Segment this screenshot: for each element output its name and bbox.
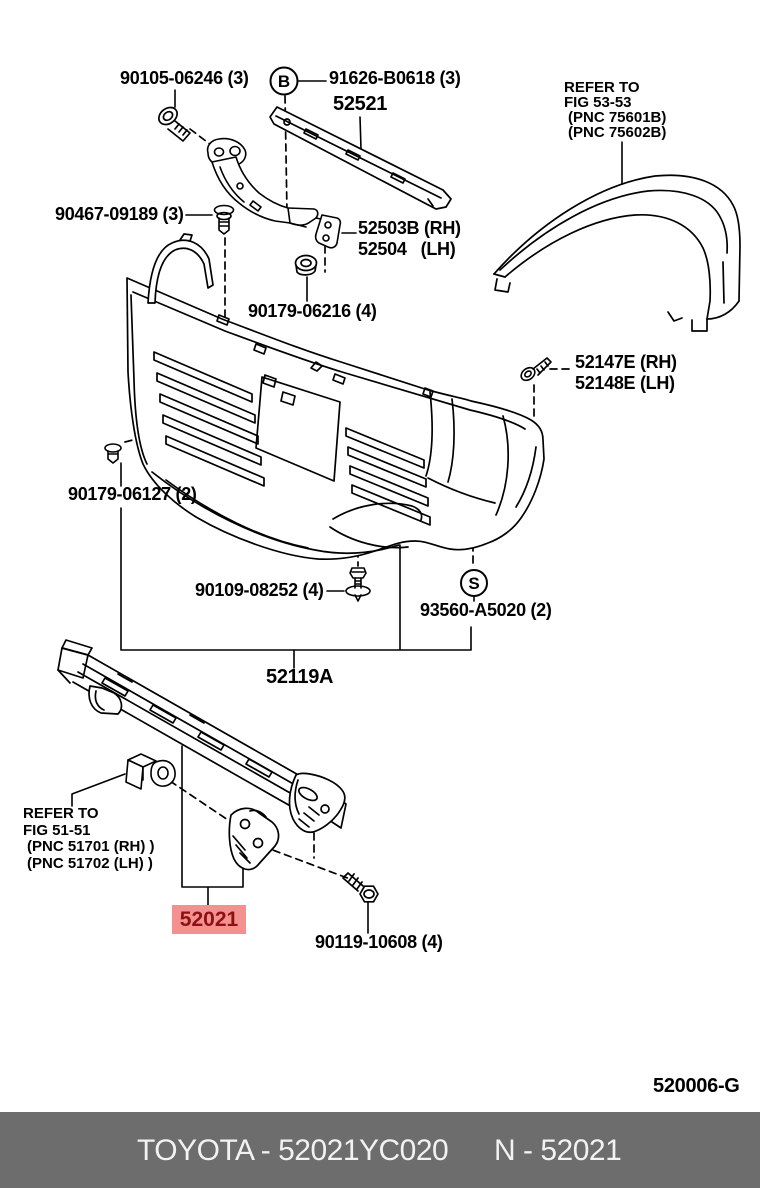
label-52147e: 52147E (RH) xyxy=(575,352,677,372)
leader-lines xyxy=(71,80,623,934)
refer-53-line1: REFER TO xyxy=(564,79,640,96)
label-52148e: 52148E (LH) xyxy=(575,373,675,393)
highlighted-part-52021: 52021 xyxy=(172,905,246,934)
footer-bar: TOYOTA - 52021YC020 N - 52021 xyxy=(0,1112,760,1188)
label-90467-09189: 90467-09189 (3) xyxy=(55,204,184,224)
label-52504: 52504 (LH) xyxy=(358,239,456,259)
label-93560-a5020: 93560-A5020 (2) xyxy=(420,600,552,620)
footer-brand-code: TOYOTA - 52021YC020 xyxy=(137,1134,449,1167)
bolt-90119-icon xyxy=(342,872,379,903)
refer-53-line3: (PNC 75601B) xyxy=(568,109,667,126)
fender-flare xyxy=(493,174,741,332)
radiator-support-panel-52521 xyxy=(269,106,452,210)
bolt-52147e-icon xyxy=(520,357,552,382)
refer-53-line4: (PNC 75602B) xyxy=(568,124,667,141)
screw-90109-icon xyxy=(345,567,371,602)
refer-51-line4: (PNC 51702 (LH) ) xyxy=(27,854,153,872)
label-90109-08252: 90109-08252 (4) xyxy=(195,580,324,600)
callout-s-letter: S xyxy=(468,574,479,593)
clip-90179-06127-icon xyxy=(104,443,122,464)
refer-51-line1: REFER TO xyxy=(23,805,99,822)
clamp-bracket-fig51 xyxy=(125,753,176,790)
label-52119a: 52119A xyxy=(266,666,334,688)
label-90119-10608: 90119-10608 (4) xyxy=(315,932,443,952)
callout-b-letter: B xyxy=(278,72,290,91)
label-90105-06246: 90105-06246 (3) xyxy=(120,68,249,88)
refer-51-line2: FIG 51-51 xyxy=(23,821,91,839)
diagram-code: 520006-G xyxy=(653,1075,740,1097)
bolt-90105-icon xyxy=(158,106,191,142)
refer-53-line2: FIG 53-53 xyxy=(564,94,632,111)
nut-90179-06216-icon xyxy=(294,254,318,276)
label-52521: 52521 xyxy=(333,93,388,115)
callout-s-circle xyxy=(460,569,488,597)
bumper-support-bracket-52503b xyxy=(206,137,342,249)
refer-51-line3: (PNC 51701 (RH) ) xyxy=(27,838,155,855)
front-bumper-cover xyxy=(126,233,545,561)
footer-part-ref: N - 52021 xyxy=(494,1134,622,1167)
bumper-reinforcement-bar xyxy=(57,639,347,834)
label-91626-b0618: 91626-B0618 (3) xyxy=(329,68,461,88)
clip-90467-icon xyxy=(213,204,235,235)
label-52503b: 52503B (RH) xyxy=(358,218,461,238)
label-90179-06127: 90179-06127 (2) xyxy=(68,484,197,504)
stay-gusset-bracket xyxy=(228,807,280,871)
label-90179-06216: 90179-06216 (4) xyxy=(248,301,377,321)
callout-b-circle xyxy=(269,66,299,96)
